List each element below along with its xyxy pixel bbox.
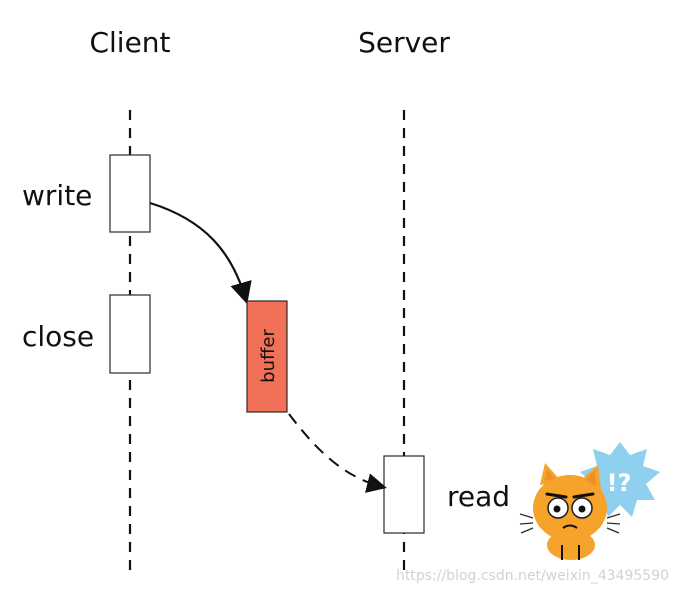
cat-mouth xyxy=(562,524,578,529)
server-title: Server xyxy=(358,26,450,59)
cat-brow-left xyxy=(545,492,568,499)
cat-whisker-2 xyxy=(519,522,534,525)
badge-text: !? xyxy=(607,469,632,497)
buffer-label: buffer xyxy=(258,329,279,383)
cat-brow-right xyxy=(572,492,595,499)
cat-ear-left-inner xyxy=(545,469,555,481)
watermark: https://blog.csdn.net/weixin_43495590 xyxy=(396,568,669,584)
cat-whisker-4 xyxy=(606,513,621,519)
buffer-to-read-arrow xyxy=(288,413,387,493)
cat-pupil-right xyxy=(578,505,586,513)
close-label: close xyxy=(22,320,94,353)
write-to-buffer-arrow xyxy=(149,201,252,305)
buffer-block: buffer xyxy=(246,300,288,413)
close-activation xyxy=(109,294,151,374)
cat-whisker-6 xyxy=(606,527,620,534)
read-label: read xyxy=(447,480,510,513)
cat-pupil-left xyxy=(553,505,561,513)
write-activation xyxy=(109,154,151,233)
cat-whisker-5 xyxy=(606,522,621,525)
cat-whisker-3 xyxy=(520,527,534,534)
read-activation xyxy=(383,455,425,534)
cat-mascot-icon: !? xyxy=(519,442,660,560)
write-label: write xyxy=(22,179,92,212)
cat-head xyxy=(533,475,607,541)
cat-whisker-1 xyxy=(519,513,534,519)
cat-ear-right-inner xyxy=(585,470,596,486)
buffer-rect xyxy=(246,300,288,413)
client-title: Client xyxy=(89,26,170,59)
